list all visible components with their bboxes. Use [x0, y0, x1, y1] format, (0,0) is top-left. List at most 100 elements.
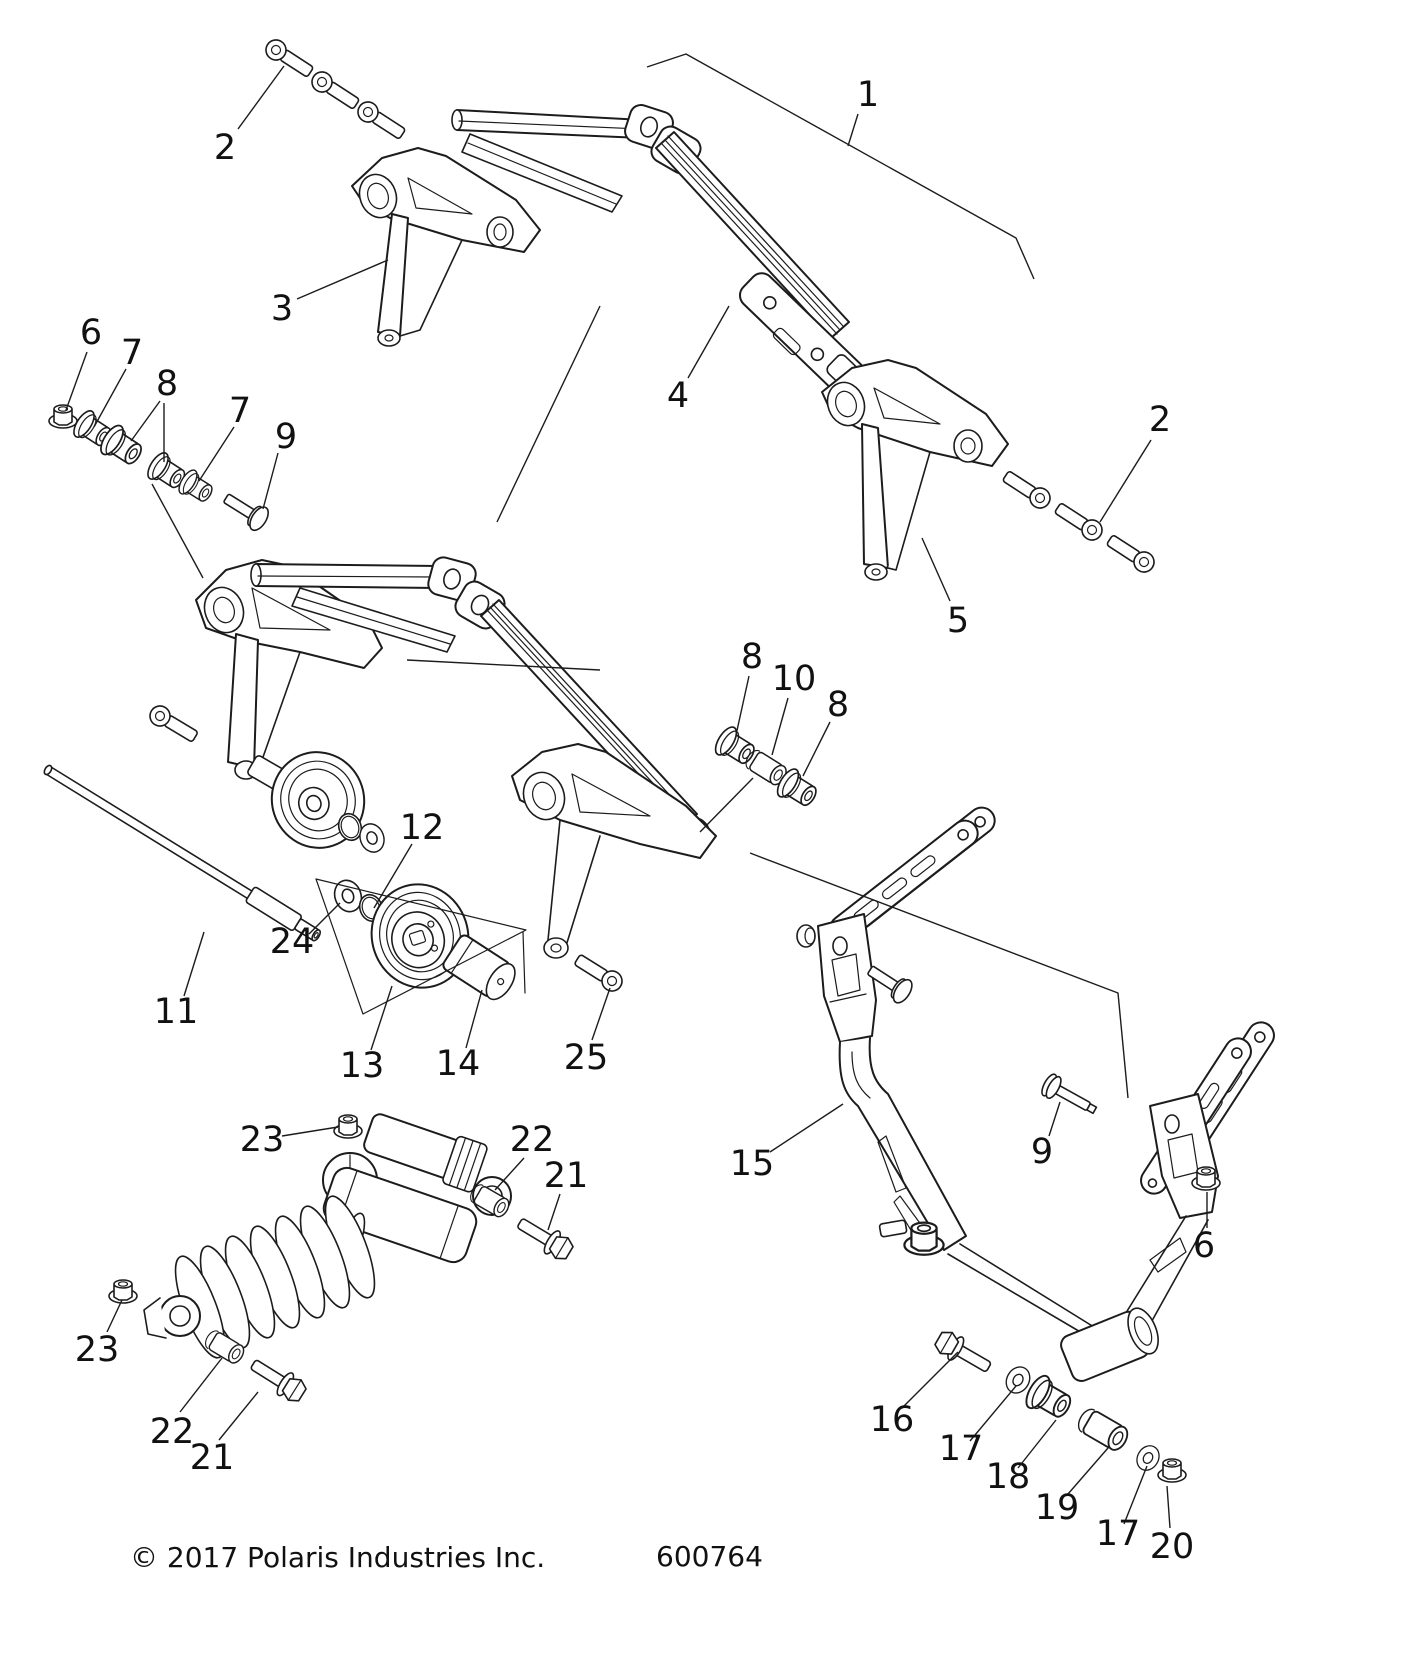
nut-23b — [108, 1279, 138, 1304]
bolt-2-left-group — [261, 35, 409, 144]
bracket-left-middle — [195, 559, 383, 801]
callout-6: 6 — [80, 313, 102, 353]
leader-line-4 — [687, 305, 730, 379]
washer-17b — [1131, 1441, 1165, 1475]
leader-line-2 — [1099, 439, 1152, 523]
leader-line-21 — [218, 1391, 259, 1441]
callout-17: 17 — [939, 1429, 984, 1469]
middle-assembly — [43, 553, 823, 1015]
callout-4: 4 — [667, 376, 689, 416]
leader-line-14 — [465, 989, 483, 1049]
crank-clevis-left — [817, 913, 877, 1043]
bracket-left-upper — [351, 147, 541, 347]
callout-24: 24 — [270, 922, 315, 962]
leader-line-20 — [1166, 1485, 1171, 1529]
button-screw — [796, 924, 816, 948]
bolt-2-right-group — [999, 466, 1159, 577]
spacer-19 — [1073, 1405, 1133, 1455]
callout-20: 20 — [1150, 1527, 1195, 1567]
assembly-1-bracket — [646, 53, 1035, 280]
bracket-right-upper — [821, 359, 1009, 581]
leader-line-7 — [93, 368, 127, 428]
leader-line-5 — [921, 537, 951, 602]
bracket-right-middle — [511, 743, 717, 959]
shock-spring — [174, 1195, 376, 1359]
callout-12: 12 — [400, 808, 445, 848]
section-arrow — [315, 878, 527, 1015]
torque-tube-right — [1060, 1215, 1209, 1382]
callout-18: 18 — [986, 1457, 1031, 1497]
leader-line-11 — [183, 931, 205, 997]
callout-8: 8 — [827, 685, 849, 725]
leader-line-17 — [1123, 1465, 1148, 1525]
leader-line-21 — [547, 1193, 561, 1231]
callout-21: 21 — [190, 1438, 235, 1478]
leader-line-17 — [969, 1385, 1017, 1442]
callout-21: 21 — [544, 1156, 589, 1196]
callout-22: 22 — [150, 1412, 195, 1452]
bushing-cluster-8-10-8 — [710, 722, 823, 814]
leader-line-6 — [65, 351, 88, 411]
callout-10: 10 — [772, 659, 817, 699]
bushing-install-leader-right — [699, 777, 754, 833]
callout-9: 9 — [275, 417, 297, 457]
torque-arm-upper-right — [655, 131, 866, 396]
leader-line-2 — [237, 65, 285, 130]
leader-line-9 — [262, 452, 279, 510]
upper-assembly — [261, 35, 1159, 581]
flange-nut-6 — [48, 404, 78, 429]
hex-bolt-16 — [931, 1326, 997, 1380]
leader-line-8 — [735, 675, 750, 736]
callout-6: 6 — [1193, 1226, 1215, 1266]
callout-3: 3 — [271, 289, 293, 329]
leader-line-16 — [901, 1351, 959, 1409]
callout-13: 13 — [340, 1046, 385, 1086]
leader-line-19 — [1067, 1447, 1109, 1495]
roller-14 — [442, 934, 516, 1001]
callout-17: 17 — [1096, 1514, 1141, 1554]
carriage-bolt-9a — [218, 486, 273, 535]
torque-tube — [838, 1037, 1103, 1341]
link-line-upper — [496, 305, 601, 523]
callout-9: 9 — [1031, 1132, 1053, 1172]
leader-line-7 — [198, 426, 235, 482]
leader-line-12 — [373, 843, 413, 909]
callout-1: 1 — [857, 75, 879, 115]
socket-bolt-25a — [145, 701, 202, 747]
leader-line-24 — [308, 902, 341, 935]
part-number-text: 600764 — [656, 1540, 763, 1573]
flange-nut-20 — [1157, 1458, 1187, 1483]
leader-line-3 — [296, 259, 389, 300]
socket-bolt-25b — [571, 949, 627, 996]
callout-2: 2 — [214, 128, 236, 168]
callout-23: 23 — [240, 1120, 285, 1160]
callout-7: 7 — [121, 333, 143, 373]
callout-2: 2 — [1149, 400, 1171, 440]
torque-arm-upper-left-tube — [451, 109, 643, 213]
link-line-lower — [749, 852, 1129, 1099]
leader-line-13 — [370, 985, 393, 1051]
callout-23: 23 — [75, 1330, 120, 1370]
callout-8: 8 — [741, 637, 763, 677]
callout-14: 14 — [436, 1044, 481, 1084]
torque-arm-middle-left-tube — [250, 563, 456, 653]
leader-line-22 — [179, 1357, 223, 1413]
leader-line-9 — [1048, 1101, 1061, 1137]
leader-line-10 — [771, 697, 789, 756]
link-line-horizontal — [406, 659, 601, 671]
callout-25: 25 — [564, 1038, 609, 1078]
bushing-install-leader-left — [151, 483, 204, 579]
callout-11: 11 — [154, 992, 199, 1032]
callout-7: 7 — [229, 391, 251, 431]
callout-19: 19 — [1035, 1488, 1080, 1528]
leader-line-18 — [1017, 1419, 1057, 1469]
leader-line-25 — [591, 987, 611, 1041]
leader-line-23 — [281, 1126, 339, 1137]
hex-bolt-21b — [245, 1352, 311, 1407]
callout-15: 15 — [730, 1144, 775, 1184]
hex-bolt-21a — [512, 1210, 577, 1265]
nut-23a — [333, 1114, 363, 1139]
